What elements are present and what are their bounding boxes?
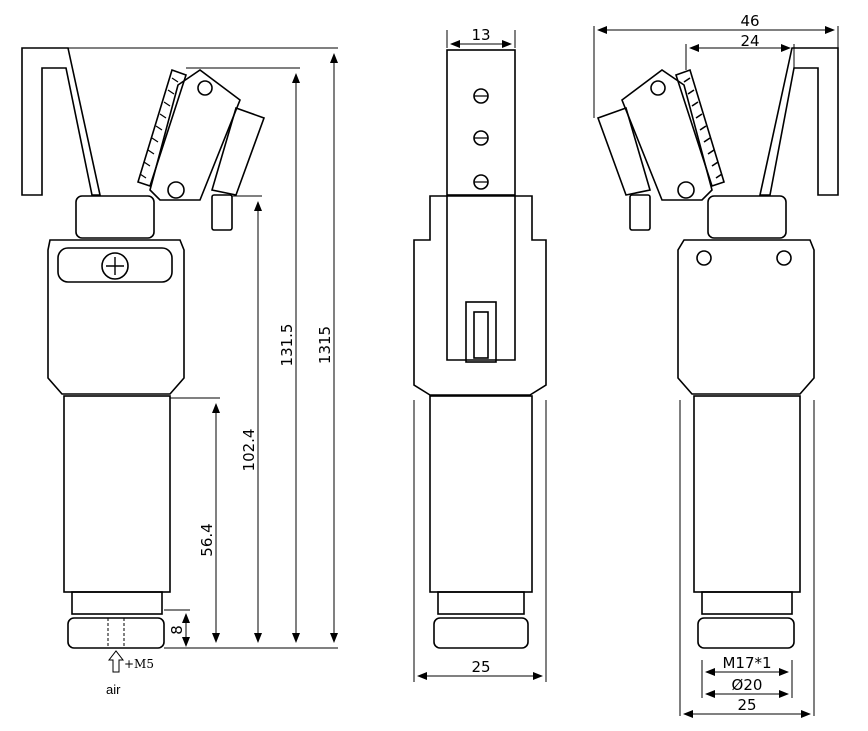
base-collar: [71, 591, 163, 615]
port-label: +M5: [124, 657, 154, 671]
dim-diameter: Ø20: [732, 676, 763, 694]
side-view: [413, 49, 547, 649]
dim-overall-width: 46: [740, 12, 759, 30]
dim-back-body-width: 25: [737, 696, 756, 714]
pivot-pin: [167, 181, 185, 199]
static-jaw: [21, 47, 101, 196]
neck: [75, 195, 155, 239]
side-jaw: [446, 49, 516, 196]
dim-side-body-width: 25: [471, 658, 490, 676]
side-dimensions: [413, 30, 547, 682]
back-upper-body: [677, 239, 815, 395]
screw-plate: [57, 247, 173, 283]
upper-body: [47, 239, 185, 395]
dim-jaw-width: 24: [740, 32, 759, 50]
dim-top-width: 13: [471, 26, 490, 44]
front-dimensions: [68, 47, 338, 673]
dim-body-height: 102.4: [240, 429, 258, 472]
dim-cylinder-height: 56.4: [198, 523, 216, 556]
dim-total-height: 1315: [316, 326, 334, 364]
dim-jaw-height: 131.5: [278, 324, 296, 367]
cylinder: [63, 395, 171, 593]
side-slot: [465, 301, 497, 363]
pivot-hole: [197, 80, 213, 96]
back-cylinder: [693, 395, 801, 593]
screw: [101, 252, 129, 280]
air-label: air: [106, 682, 121, 697]
front-view: [21, 47, 266, 649]
side-body: [413, 195, 547, 396]
back-view: [596, 47, 839, 649]
back-dimensions: [593, 26, 839, 718]
side-cylinder: [429, 395, 533, 593]
dim-thread: M17*1: [722, 654, 771, 672]
back-static-jaw: [759, 47, 839, 196]
base-nut: [67, 617, 165, 649]
back-moving-jaw: [674, 68, 725, 188]
moving-jaw: [137, 68, 188, 188]
sensor: [210, 106, 266, 196]
dim-base-height: 8: [168, 625, 186, 635]
